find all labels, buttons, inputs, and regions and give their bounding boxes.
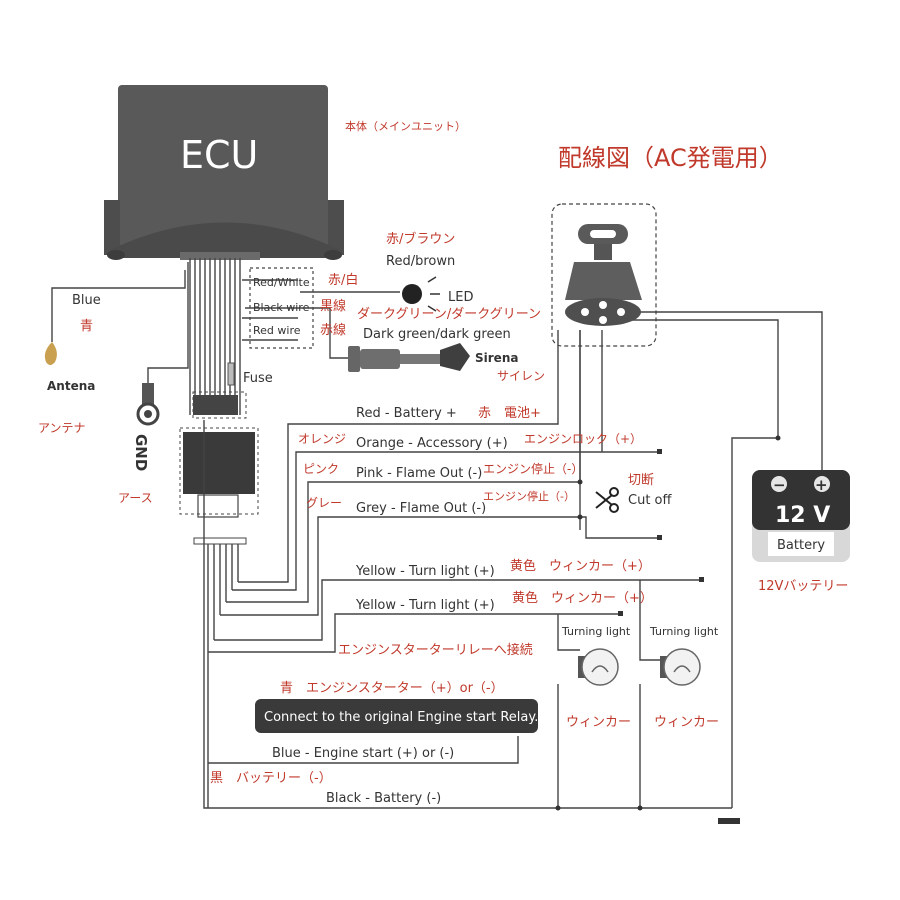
ground-ring-icon: [136, 383, 160, 426]
relay-info-text: Connect to the original Engine start Rel…: [264, 710, 538, 725]
blue-engine-start-jp: 青 エンジンスターター（+）or（-）: [280, 681, 504, 696]
turn-light-1-label: Turning light: [561, 625, 631, 638]
turn-light-2-bulb-icon: [660, 648, 701, 686]
grey-flame-out-label: Grey - Flame Out (-): [356, 501, 486, 516]
battery-icon: [752, 470, 850, 562]
ecu-jp-label: 本体（メインユニット）: [345, 119, 466, 133]
siren-label: Sirena: [475, 351, 518, 365]
ground-terminal-icon: [718, 818, 740, 824]
antenna-jp-label: アンテナ: [38, 421, 86, 435]
battery-voltage: 12 V: [775, 503, 830, 528]
scissors-icon: [595, 487, 619, 513]
red-battery-jp: 赤 電池+: [478, 406, 541, 421]
pink-flame-out-label: Pink - Flame Out (-): [356, 466, 482, 481]
relay-info-box: [255, 699, 538, 733]
turn-light-2-label: Turning light: [649, 625, 719, 638]
cutoff-jp: 切断: [628, 473, 654, 488]
small-wire-box: [249, 267, 314, 349]
cutoff-label: Cut off: [628, 493, 672, 508]
gnd-label: GND: [132, 434, 150, 471]
red-battery-label: Red - Battery +: [356, 406, 457, 421]
turn-light-1-jp: ウィンカー: [566, 715, 631, 730]
black-wire-jp: 黒線: [320, 298, 346, 314]
yellow-turn-light-1-label: Yellow - Turn light (+): [355, 564, 495, 579]
siren-icon: [348, 343, 470, 372]
battery-plus-sign: +: [815, 476, 828, 494]
ignition-switch-icon: [565, 224, 642, 326]
connector-block: [179, 391, 259, 545]
fuse-label: Fuse: [243, 371, 273, 386]
led-label: LED: [448, 290, 473, 305]
orange-color-jp: オレンジ: [298, 432, 346, 446]
yellow-turn-light-2-jp: 黄色 ウィンカー（+）: [512, 590, 653, 606]
ecu-label: ECU: [180, 133, 258, 177]
orange-accessory-jp: エンジンロック（+）: [524, 432, 642, 446]
pink-flame-out-jp: エンジン停止（-）: [483, 461, 583, 476]
wire-bundle: [51, 258, 400, 415]
siren-jp-label: サイレン: [497, 369, 545, 383]
diagram-title: 配線図（AC発電用）: [558, 144, 783, 172]
black-battery-jp: 黒 バッテリー（-）: [210, 771, 332, 786]
battery-jp-label: 12Vバッテリー: [758, 579, 848, 594]
dark-green-en: Dark green/dark green: [363, 327, 511, 342]
ignition-box: [551, 203, 657, 347]
harness-wires: [203, 311, 823, 809]
yellow-turn-light-2-label: Yellow - Turn light (+): [355, 598, 495, 613]
red-wire-label: Red wire: [253, 324, 301, 337]
antenna-wire-label: Blue: [72, 293, 101, 308]
terminal-dots: [555, 435, 781, 811]
fuse-icon: [227, 362, 235, 386]
grey-color-jp: グレー: [306, 496, 342, 510]
orange-accessory-label: Orange - Accessory (+): [356, 436, 508, 451]
red-white-wire-jp: 赤/白: [328, 272, 358, 288]
ecu-unit: ECU: [104, 85, 344, 260]
led-wire-jp: 赤/ブラウン: [386, 231, 455, 247]
blue-engine-start-label: Blue - Engine start (+) or (-): [272, 746, 454, 761]
antenna-wire-jp: 青: [80, 319, 93, 334]
red-white-wire-label: Red/White: [253, 276, 310, 289]
battery-label: Battery: [777, 538, 825, 553]
led-wire-en: Red/brown: [386, 254, 455, 269]
antenna-tip-icon: [44, 342, 57, 365]
red-wire-jp: 赤線: [320, 322, 346, 338]
black-battery-label: Black - Battery (-): [326, 791, 441, 806]
battery-minus-sign: −: [773, 476, 786, 494]
pink-color-jp: ピンク: [303, 462, 339, 476]
antenna-label: Antena: [47, 379, 95, 393]
turn-light-2-jp: ウィンカー: [654, 715, 719, 730]
yellow-turn-light-1-jp: 黄色 ウィンカー（+）: [510, 558, 651, 574]
turn-light-1-bulb-icon: [578, 648, 619, 686]
relay-connect-jp: エンジンスターターリレーへ接続: [338, 642, 533, 658]
gnd-jp-label: アース: [118, 491, 153, 505]
dark-green-jp: ダークグリーン/ダークグリーン: [357, 307, 541, 322]
grey-flame-out-jp: エンジン停止（-）: [483, 489, 575, 503]
black-wire-label: Black wire: [253, 301, 310, 314]
led-icon: [402, 276, 440, 312]
